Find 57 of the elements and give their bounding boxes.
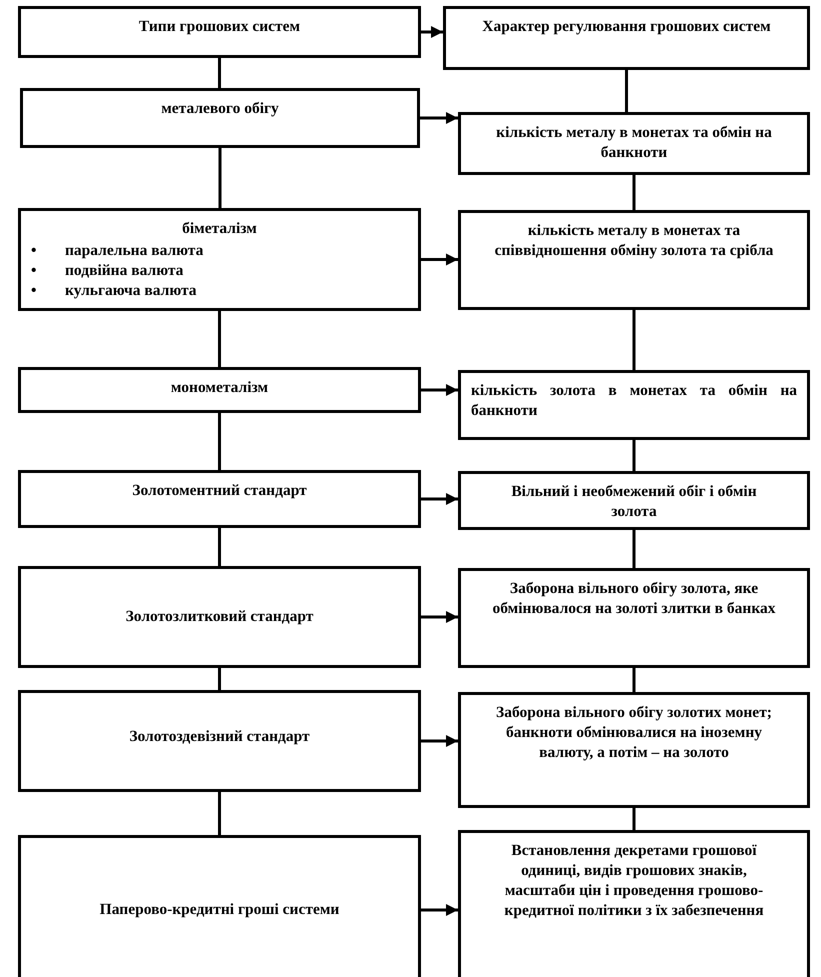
box-text: Паперово-кредитні гроші системи	[98, 900, 340, 920]
connector-line	[632, 175, 636, 210]
arrow	[421, 611, 458, 623]
text-box	[18, 208, 421, 311]
list-item: • паралельна валюта	[31, 241, 204, 262]
text-box	[18, 367, 421, 413]
connector-line	[632, 310, 636, 370]
text-box	[443, 6, 810, 70]
connector-line	[218, 413, 221, 470]
box-text: Золотозлитковий стандарт	[124, 606, 314, 627]
connector-line	[632, 808, 636, 830]
connector-line	[218, 792, 221, 835]
arrow	[421, 904, 458, 916]
text-box	[458, 210, 810, 310]
connector-line	[632, 530, 636, 568]
arrow	[421, 735, 458, 747]
connector-line	[218, 668, 221, 690]
arrow	[421, 26, 443, 38]
box-text: Золотоментний стандарт	[131, 481, 308, 501]
text-box	[18, 6, 421, 58]
text-box	[458, 830, 810, 977]
text-box	[18, 470, 421, 528]
box-text: Заборона вільного обігу золотих монет; банкноти обмінювалися на іноземну валюту, а потім – на золото	[495, 703, 773, 764]
arrow	[421, 384, 458, 396]
box-text: Золотоздевізний стандарт	[128, 727, 311, 747]
text-box	[20, 88, 420, 148]
box-text: Вільний і необмежений обіг і обмін золота	[510, 482, 758, 522]
box-text: монометалізм	[170, 378, 270, 398]
box-text: металевого обігу	[160, 99, 280, 119]
text-box	[18, 690, 421, 792]
connector-line	[218, 148, 222, 208]
connector-line	[218, 311, 221, 367]
text-box	[458, 568, 810, 668]
arrow	[421, 493, 458, 505]
box-text: кількість металу в монетах та обмін на банкноти	[495, 123, 773, 164]
text-box	[458, 471, 810, 530]
box-text: Встановлення декретами грошової одиниці, видів грошових знаків, масштаби цін і проведення грошово-кредитної політики з їх забезпечення	[503, 841, 765, 922]
connector-line	[632, 668, 636, 692]
box-text: Заборона вільного обігу золота, яке обмінювалося на золоті злитки в банках	[491, 579, 777, 620]
box-text: Типи грошових систем	[138, 17, 302, 37]
text-box	[458, 370, 810, 440]
list-item: • кульгаюча валюта	[31, 281, 198, 302]
text-box	[18, 835, 421, 977]
arrow	[421, 254, 458, 266]
text-box	[18, 566, 421, 668]
box-text: біметалізм	[181, 219, 258, 239]
connector-line	[218, 528, 221, 566]
box-text: кількість золота в монетах та обмін на банкноти	[471, 381, 797, 422]
connector-line	[218, 58, 221, 88]
box-text: Характер регулювання грошових систем	[481, 17, 772, 37]
box-text: кількість металу в монетах та співвідношення обміну золота та срібла	[494, 221, 774, 262]
arrow	[420, 112, 458, 124]
list-item: • подвійна валюта	[31, 261, 184, 282]
text-box	[458, 692, 810, 808]
connector-line	[625, 70, 628, 112]
connector-line	[632, 440, 636, 471]
text-box	[458, 112, 810, 175]
